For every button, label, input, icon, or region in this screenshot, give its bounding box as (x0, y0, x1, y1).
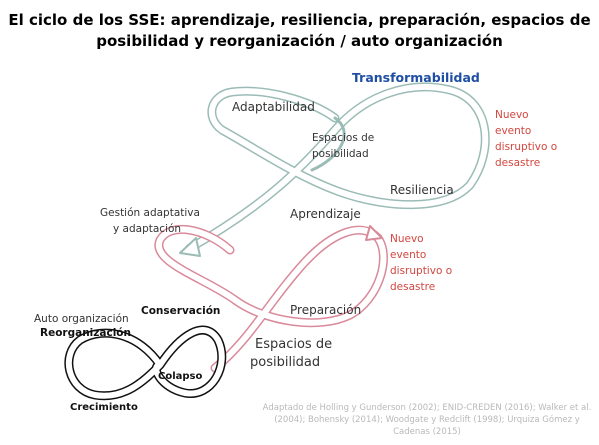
event-mid-line-4: desastre (390, 281, 435, 293)
event-top-line-3: disruptivo o (495, 141, 557, 153)
diagram-title: El ciclo de los SSE: aprendizaje, resili… (0, 10, 599, 52)
event-mid-line-1: Nuevo (390, 233, 424, 245)
event-top-line-1: Nuevo (495, 109, 529, 121)
label-gestion-2: y adaptación (113, 223, 181, 235)
top-loop-ribbon-edge (310, 116, 346, 172)
label-reorganizacion: Reorganización (40, 327, 131, 339)
bottom-loop-ribbon-inner (65, 327, 225, 399)
event-mid-line-3: disruptivo o (390, 265, 452, 277)
credit-text: Adaptado de Holling y Gunderson (2002); … (262, 403, 592, 437)
label-espacios-mid-2: posibilidad (250, 355, 320, 370)
label-espacios-top-1: Espacios de (312, 132, 374, 144)
title-line-1: El ciclo de los SSE: aprendizaje, resili… (8, 11, 591, 29)
label-transformabilidad: Transformabilidad (352, 70, 480, 85)
middle-loop-ribbon-inner (155, 226, 387, 371)
label-conservacion: Conservación (141, 305, 220, 317)
label-auto-organizacion: Auto organización (34, 313, 129, 325)
top-loop (179, 82, 490, 257)
event-label-top: Nuevo evento disruptivo o desastre (495, 109, 557, 169)
label-espacios-top-2: posibilidad (312, 148, 369, 160)
label-adaptabilidad: Adaptabilidad (232, 100, 315, 114)
label-resiliencia: Resiliencia (390, 183, 454, 197)
label-crecimiento: Crecimiento (70, 402, 138, 413)
label-espacios-mid-1: Espacios de (255, 337, 332, 352)
label-aprendizaje: Aprendizaje (290, 207, 361, 221)
top-loop-ribbon-inner (187, 84, 489, 251)
event-mid-line-2: evento (390, 249, 426, 261)
event-label-mid: Nuevo evento disruptivo o desastre (390, 233, 452, 293)
label-gestion-1: Gestión adaptativa (100, 207, 200, 219)
bottom-loop (64, 325, 227, 401)
title-line-2: posibilidad y reorganización / auto orga… (96, 32, 503, 50)
label-colapso: Colapso (158, 371, 202, 382)
middle-loop (154, 224, 388, 373)
event-top-line-4: desastre (495, 157, 540, 169)
top-loop-arrowhead (179, 237, 201, 257)
bottom-loop-ribbon (64, 325, 227, 401)
label-preparacion: Preparación (290, 303, 361, 317)
middle-loop-arrowhead (365, 225, 383, 241)
event-top-line-2: evento (495, 125, 531, 137)
